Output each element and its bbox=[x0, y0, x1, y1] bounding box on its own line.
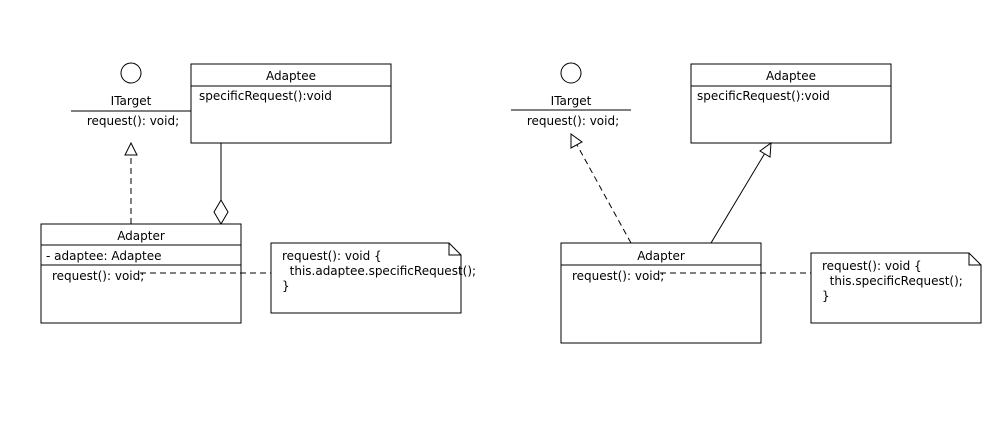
left-note-line-2: this.adaptee.specificRequest(); bbox=[282, 264, 476, 278]
right-note-fold-icon bbox=[968, 253, 981, 266]
right-adapter-method: request(): void; bbox=[572, 269, 664, 283]
left-realization-connector[interactable] bbox=[124, 141, 138, 224]
right-adapter-class[interactable]: Adapter request(): void; bbox=[560, 242, 762, 344]
right-adaptee-method: specificRequest():void bbox=[697, 89, 830, 103]
left-adapter-method: request(): void; bbox=[52, 269, 144, 283]
left-note-line-1: request(): void { bbox=[282, 249, 382, 263]
right-note-shape bbox=[810, 252, 982, 324]
right-note-line-2: this.specificRequest(); bbox=[822, 274, 963, 288]
left-adapter-field: - adaptee: Adaptee bbox=[46, 249, 161, 263]
left-adaptee-title: Adaptee bbox=[266, 69, 316, 83]
left-note-fold-icon bbox=[448, 243, 461, 256]
left-aggregation-diamond-icon bbox=[213, 199, 229, 225]
right-itarget-interface[interactable]: ITarget request(): void; bbox=[511, 62, 631, 128]
right-generalization-line bbox=[710, 152, 766, 244]
right-realization-connector[interactable] bbox=[570, 133, 632, 244]
left-itarget-interface[interactable]: ITarget request(): void; bbox=[71, 62, 191, 128]
right-adaptee-title: Adaptee bbox=[766, 69, 816, 83]
left-itarget-method: request(): void; bbox=[87, 114, 179, 128]
right-adaptee-class[interactable]: Adaptee specificRequest():void bbox=[690, 63, 892, 144]
right-adaptee-box bbox=[690, 63, 892, 144]
left-diagram: ITarget request(): void; Adaptee specifi… bbox=[40, 62, 476, 324]
right-itarget-method: request(): void; bbox=[527, 114, 619, 128]
left-note-shape bbox=[270, 242, 462, 314]
right-realization-arrowhead-icon bbox=[570, 133, 583, 149]
right-generalization-arrowhead-icon bbox=[759, 141, 772, 158]
right-note[interactable]: request(): void { this.specificRequest()… bbox=[810, 252, 982, 324]
left-itarget-name: ITarget bbox=[111, 94, 152, 108]
right-note-line-1: request(): void { bbox=[822, 259, 922, 273]
left-adaptee-method: specificRequest():void bbox=[199, 89, 332, 103]
left-adaptee-box bbox=[190, 63, 392, 144]
right-itarget-circle-icon bbox=[560, 62, 582, 84]
right-adapter-box bbox=[560, 242, 762, 344]
left-adapter-title: Adapter bbox=[117, 229, 165, 243]
left-note-line-3: } bbox=[282, 279, 290, 293]
right-adapter-title: Adapter bbox=[637, 249, 685, 263]
left-aggregation-connector[interactable] bbox=[213, 143, 229, 225]
left-realization-arrowhead-icon bbox=[124, 141, 138, 156]
left-note[interactable]: request(): void { this.adaptee.specificR… bbox=[270, 242, 476, 314]
right-diagram: ITarget request(): void; Adaptee specifi… bbox=[511, 62, 982, 344]
left-adaptee-class[interactable]: Adaptee specificRequest():void bbox=[190, 63, 392, 144]
right-realization-line bbox=[576, 144, 632, 244]
left-itarget-circle-icon bbox=[120, 62, 142, 84]
right-itarget-name: ITarget bbox=[551, 94, 592, 108]
right-note-line-3: } bbox=[822, 289, 830, 303]
left-adapter-class[interactable]: Adapter - adaptee: Adaptee request(): vo… bbox=[40, 223, 242, 324]
right-generalization-connector[interactable] bbox=[710, 141, 772, 244]
